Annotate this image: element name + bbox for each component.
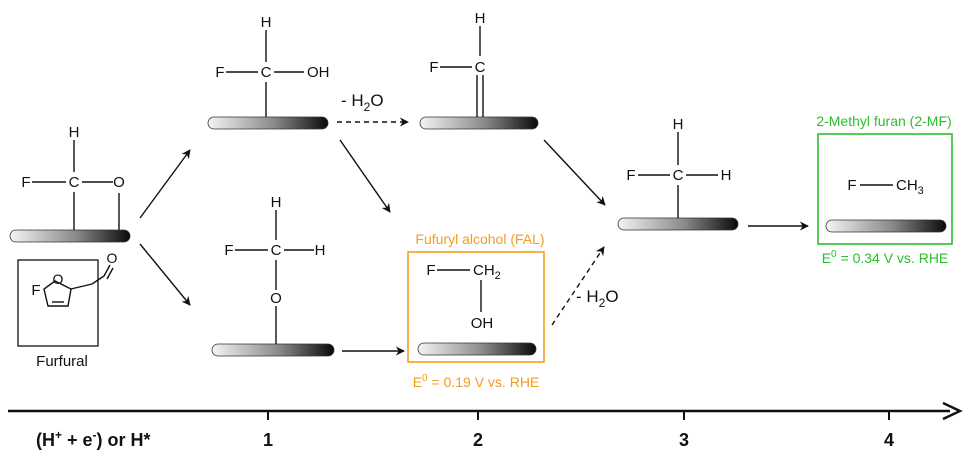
axis-step-4: 4 <box>884 430 894 450</box>
axis-step-3: 3 <box>679 430 689 450</box>
reaction-arrows <box>139 117 809 356</box>
catalyst-surface-0 <box>9 229 131 243</box>
atom-f: F <box>31 282 40 299</box>
atom-ch3-sub: 3 <box>918 185 924 197</box>
intermediate-1-top: H F C OH <box>207 14 330 130</box>
catalyst-surface-4 <box>825 219 947 233</box>
fal-box-group: Fufuryl alcohol (FAL) F CH2 OH E0 = 0.19… <box>407 231 545 390</box>
axis-arrowhead <box>942 401 963 421</box>
water-loss-o: O <box>370 91 383 110</box>
axis-label-right: ) or H* <box>97 430 151 450</box>
water-loss-o: O <box>605 287 618 306</box>
atom-h: H <box>673 116 684 133</box>
atom-o: O <box>113 174 125 191</box>
atom-o: O <box>53 271 64 287</box>
atom-ch2-sub: 2 <box>495 270 501 282</box>
atom-f: F <box>626 167 635 184</box>
arrow-0-to-1-bottom <box>139 243 191 306</box>
catalyst-surface-1-bottom <box>211 343 335 357</box>
mf-potential-text: = 0.34 V vs. RHE <box>837 250 949 266</box>
catalyst-surface-2-bottom <box>417 342 537 356</box>
furfural-box <box>17 259 99 347</box>
intermediate-3: H F C H <box>617 116 739 231</box>
fal-box <box>407 251 545 363</box>
mf-box-group: 2-Methyl furan (2-MF) F CH3 E0 = 0.34 V … <box>816 113 953 266</box>
atom-h: H <box>261 14 272 31</box>
atom-c: C <box>673 167 684 184</box>
furfural-inset: F O O Furfural <box>17 250 118 370</box>
atom-ch2-text: CH <box>473 262 495 279</box>
axis-label-left: (H <box>36 430 55 450</box>
atom-h: H <box>721 167 732 184</box>
atom-oh: OH <box>471 315 494 332</box>
catalyst-surface-3 <box>617 217 739 231</box>
arrow-2top-to-3 <box>543 139 606 206</box>
atom-f: F <box>847 177 856 194</box>
atom-o: O <box>270 290 282 307</box>
fal-potential-e: E <box>413 374 422 390</box>
fal-potential-sup: 0 <box>422 373 428 384</box>
atom-c: C <box>69 174 80 191</box>
water-loss-label-top: - H2O <box>341 91 384 114</box>
atom-f: F <box>21 174 30 191</box>
mf-label: 2-Methyl furan (2-MF) <box>816 113 951 129</box>
mf-potential-e: E <box>822 250 831 266</box>
atom-c: C <box>475 59 486 76</box>
fal-potential: E0 = 0.19 V vs. RHE <box>413 373 540 390</box>
atom-oh: OH <box>307 64 330 81</box>
atom-f: F <box>224 242 233 259</box>
atom-h: H <box>271 194 282 211</box>
atom-h: H <box>315 242 326 259</box>
axis-label-sup1: + <box>55 428 62 442</box>
fal-label: Fufuryl alcohol (FAL) <box>415 231 544 247</box>
mf-potential: E0 = 0.34 V vs. RHE <box>822 249 949 266</box>
arrow-1top-to-fal <box>339 139 391 213</box>
water-loss-label-bottom: - H2O <box>576 287 619 310</box>
axis-label-mid: + e <box>62 430 93 450</box>
intermediate-2-top: H F C <box>419 10 539 130</box>
mf-potential-sup: 0 <box>831 249 837 260</box>
intermediate-0: H F C O <box>9 124 131 243</box>
axis-step-1: 1 <box>263 430 273 450</box>
atom-o: O <box>107 250 118 266</box>
atom-ch3-text: CH <box>896 177 918 194</box>
catalyst-surface-1-top <box>207 116 329 130</box>
atom-h: H <box>475 10 486 27</box>
water-loss-minus: - H <box>341 91 364 110</box>
atom-f: F <box>429 59 438 76</box>
atom-c: C <box>271 242 282 259</box>
atom-f: F <box>426 262 435 279</box>
furfural-label: Furfural <box>36 353 88 370</box>
arrow-fal-to-3-dashed <box>551 246 605 326</box>
intermediate-1-bottom: H F C H O <box>211 194 335 357</box>
axis-label-sup2: - <box>93 428 97 442</box>
atom-f: F <box>215 64 224 81</box>
atom-c: C <box>261 64 272 81</box>
catalyst-surface-2-top <box>419 116 539 130</box>
water-loss-sub: 2 <box>364 100 371 114</box>
fal-potential-text: = 0.19 V vs. RHE <box>428 374 540 390</box>
water-loss-minus: - H <box>576 287 599 306</box>
atom-h: H <box>69 124 80 141</box>
arrow-0-to-1-top <box>139 149 191 219</box>
axis-step-2: 2 <box>473 430 483 450</box>
atom-ch3: CH3 <box>896 177 924 197</box>
step-axis: (H+ + e-) or H* 1 2 3 4 <box>8 401 963 450</box>
water-loss-sub: 2 <box>599 296 606 310</box>
mf-box <box>817 133 953 245</box>
axis-label: (H+ + e-) or H* <box>36 428 151 450</box>
atom-ch2: CH2 <box>473 262 501 282</box>
